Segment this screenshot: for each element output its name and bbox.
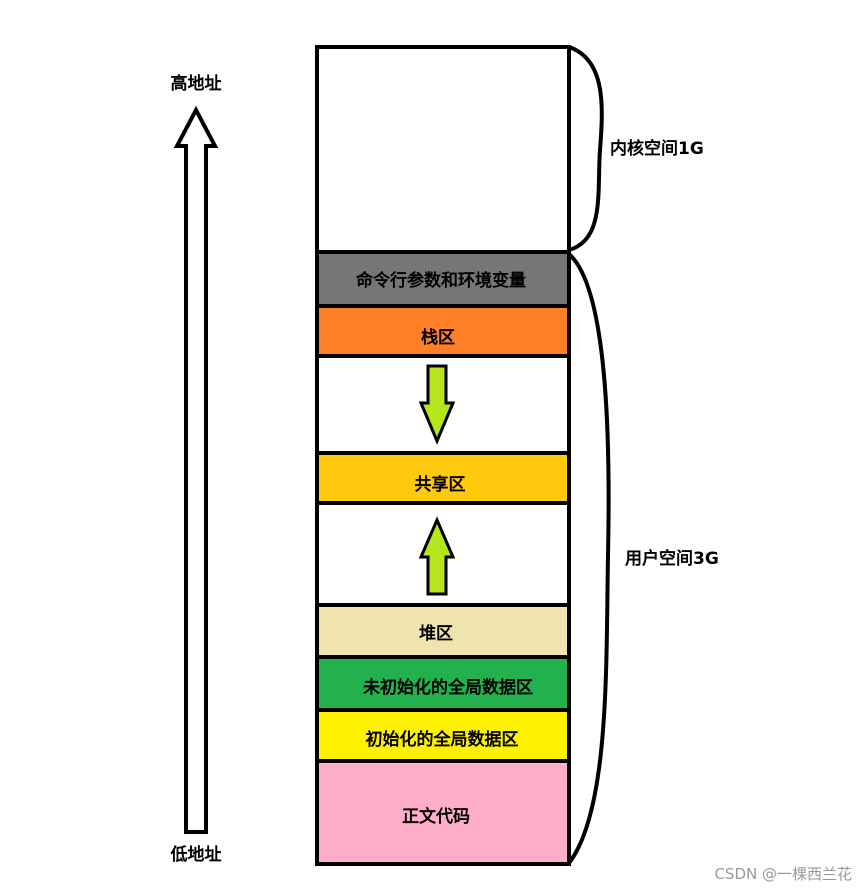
high-address-label: 高地址 [171, 73, 222, 94]
segment-data-label: 初始化的全局数据区 [366, 729, 519, 750]
user-space-label: 用户空间3G [625, 548, 719, 569]
segment-text-label: 正文代码 [402, 806, 470, 827]
kernel-space-brace [567, 45, 604, 252]
stack-grows-down-arrow [418, 364, 456, 445]
kernel-space-label: 内核空间1G [610, 138, 704, 159]
segment-heap-label: 堆区 [419, 623, 453, 644]
segment-stack-label: 栈区 [421, 327, 455, 348]
segment-args-env-label: 命令行参数和环境变量 [355, 270, 526, 291]
heap-grows-up-arrow [418, 516, 456, 596]
address-direction-arrow [173, 105, 219, 834]
segment-shared [315, 451, 571, 505]
segment-text [315, 759, 571, 866]
kernel-space-block [315, 45, 571, 254]
watermark: CSDN @一棵西兰花 [714, 865, 852, 883]
segment-bss-label: 未初始化的全局数据区 [362, 677, 533, 698]
user-space-brace [567, 252, 611, 865]
segment-shared-label: 共享区 [415, 474, 466, 495]
low-address-label: 低地址 [170, 844, 222, 865]
